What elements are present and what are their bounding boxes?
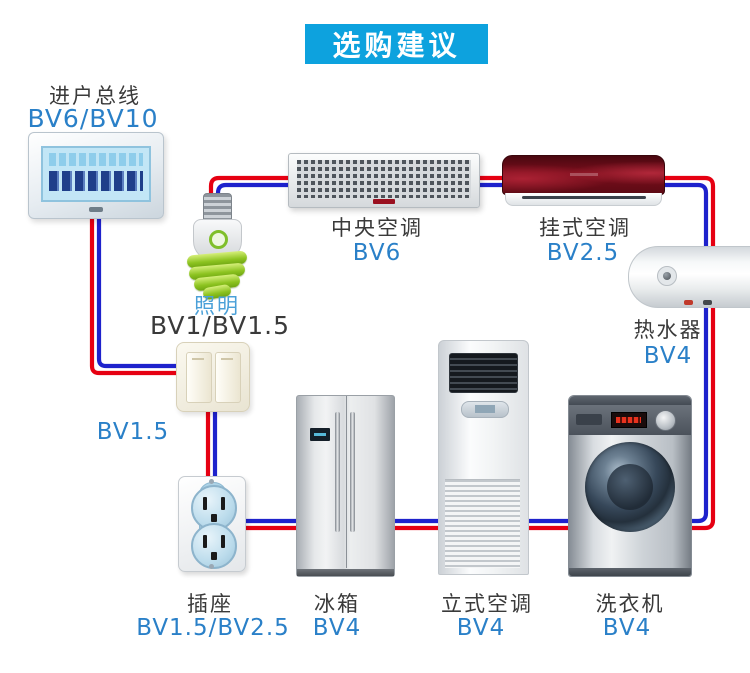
fridge-handle-left: [335, 412, 340, 532]
central-ac-name-label: 中央空调: [331, 216, 423, 240]
wall-ac-vent-slit: [521, 196, 646, 199]
refrigerator: [296, 395, 395, 577]
washing-machine: [568, 395, 692, 577]
slot-left: [203, 497, 207, 510]
floor-ac-spec-label: BV4: [456, 615, 506, 641]
central-ac-badge: [373, 199, 395, 204]
floor-ac-display: [460, 401, 509, 418]
breaker-panel: [41, 146, 151, 202]
washer-name-label: 洗衣机: [595, 592, 665, 616]
title-banner: 选购建议: [305, 24, 488, 64]
washer-base: [569, 568, 691, 576]
washer-top-cap: [569, 396, 691, 405]
slot-right: [221, 535, 225, 548]
floor-ac-name-label: 立式空调: [441, 592, 533, 616]
switch-spec-label: BV1.5: [96, 419, 170, 445]
washer-knob: [655, 410, 676, 431]
washer-detergent-drawer: [576, 414, 602, 425]
panel-spec-label: BV6/BV10: [27, 104, 159, 133]
fridge-base: [297, 569, 394, 576]
power-socket: [178, 476, 246, 572]
floor-ac-vent: [449, 353, 518, 393]
socket-spec-label: BV1.5/BV2.5: [136, 615, 290, 641]
washer-spec-label: BV4: [602, 615, 652, 641]
slot-right: [221, 497, 225, 510]
fridge-display: [310, 428, 330, 441]
heater-gauge: [657, 266, 677, 286]
wall-ac-vent-strip: [505, 193, 662, 206]
box-latch: [89, 207, 103, 212]
breaker-row: [49, 171, 143, 191]
panel-name-label: 进户总线: [49, 84, 141, 108]
fridge-name-label: 冰箱: [314, 592, 360, 616]
wall-ac-body: [502, 155, 665, 195]
bulb-screw-base: [203, 193, 232, 223]
fridge-handle-right: [350, 412, 355, 532]
heater-name-label: 热水器: [633, 318, 703, 342]
switch-rocker-right: [215, 352, 241, 403]
central-ac: [288, 153, 480, 208]
socket-screw-bottom: [209, 564, 214, 569]
wall-ac-name-label: 挂式空调: [539, 216, 631, 240]
wire-neutral-main: [215, 182, 709, 524]
socket-screw-top: [209, 479, 214, 484]
socket-name-label: 插座: [187, 592, 233, 616]
floor-ac-grille: [445, 479, 520, 568]
switch-rocker-left: [186, 352, 212, 403]
lighting-name-label: 照明: [194, 294, 240, 318]
lighting-spec-label: BV1/BV1.5: [149, 311, 291, 340]
washer-led-display: [611, 412, 647, 428]
socket-outlet-bottom: [191, 523, 237, 569]
wall-ac-logo: [569, 173, 598, 176]
heater-spec-label: BV4: [643, 343, 693, 369]
washer-control-panel: [569, 405, 691, 435]
wall-mounted-ac: [502, 155, 665, 206]
slot-left: [203, 535, 207, 548]
wall-ac-spec-label: BV2.5: [546, 240, 620, 266]
wire-live-feed: [89, 216, 178, 376]
fridge-door-divider: [345, 396, 347, 568]
floor-standing-ac: [438, 340, 529, 575]
water-heater: [628, 246, 750, 308]
central-ac-spec-label: BV6: [352, 240, 402, 266]
heater-inlet-red: [684, 300, 693, 305]
heater-inlet-dark: [703, 300, 712, 305]
slot-ground: [211, 552, 217, 560]
slot-ground: [211, 514, 217, 522]
washer-door: [585, 442, 675, 532]
wire-live-main: [208, 175, 716, 531]
wall-switch: [176, 342, 250, 412]
breaker-terminal-strip: [49, 153, 143, 166]
wire-neutral-feed: [96, 216, 178, 369]
central-ac-grille: [297, 160, 471, 198]
distribution-box: [28, 132, 164, 219]
bulb-brand-ring-icon: [208, 230, 228, 249]
fridge-spec-label: BV4: [312, 615, 362, 641]
